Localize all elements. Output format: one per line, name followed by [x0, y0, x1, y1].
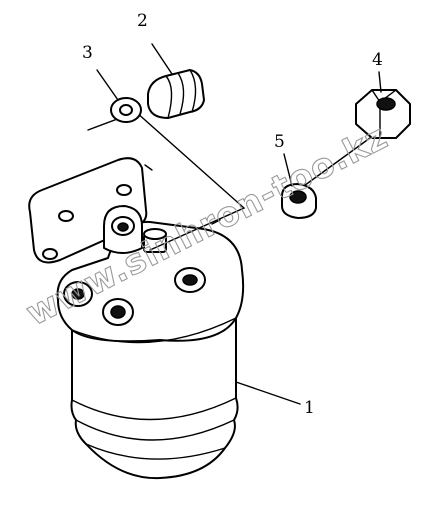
leader-lines [96, 43, 382, 405]
callouts: 1 2 3 4 5 [82, 11, 383, 418]
callout-4: 4 [372, 50, 383, 70]
callout-3: 3 [82, 43, 93, 63]
washer-3 [110, 97, 142, 123]
callout-2: 2 [137, 11, 148, 31]
nut [355, 89, 411, 139]
callout-1: 1 [304, 398, 315, 418]
washer-5 [281, 183, 317, 219]
filter-body [28, 157, 245, 480]
callout-5: 5 [274, 132, 285, 152]
bolt [147, 69, 205, 119]
